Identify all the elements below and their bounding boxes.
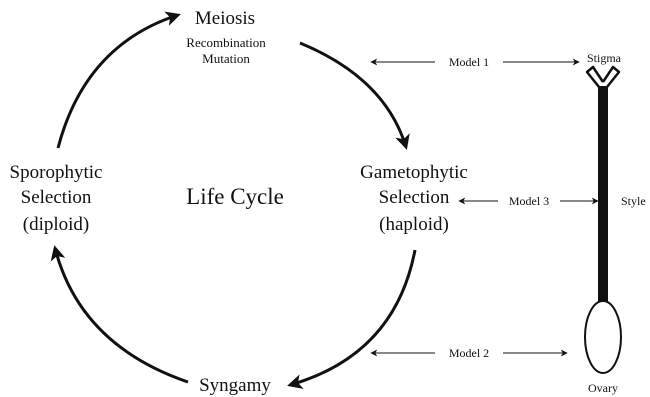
gametophytic-line1: Gametophytic bbox=[360, 162, 468, 183]
life-cycle-title: Life Cycle bbox=[186, 184, 284, 209]
gametophytic-line3: (haploid) bbox=[379, 214, 449, 235]
meiosis-label: Meiosis bbox=[195, 8, 255, 29]
ovary-shape bbox=[584, 300, 622, 374]
recombination-label: Recombination bbox=[186, 35, 266, 50]
ovary-label: Ovary bbox=[588, 381, 618, 395]
arc-meiosis-to-gametophytic bbox=[299, 41, 410, 150]
syngamy-label: Syngamy bbox=[199, 375, 271, 396]
model2-label: Model 2 bbox=[449, 346, 489, 360]
style-stalk bbox=[598, 86, 608, 304]
sporophytic-line1: Sporophytic bbox=[10, 162, 103, 183]
sporophytic-line2: Selection bbox=[21, 187, 92, 208]
model1-label: Model 1 bbox=[449, 55, 489, 69]
arc-syngamy-to-sporophytic bbox=[50, 245, 189, 384]
stigma-left-lobe bbox=[585, 65, 605, 93]
style-label: Style bbox=[621, 194, 646, 208]
model3-label: Model 3 bbox=[509, 194, 549, 208]
gametophytic-line2: Selection bbox=[379, 187, 450, 208]
stigma-label: Stigma bbox=[587, 51, 622, 65]
stigma-right-lobe bbox=[601, 65, 621, 93]
arc-sporophytic-to-meiosis bbox=[56, 11, 181, 149]
sporophytic-line3: (diploid) bbox=[23, 214, 90, 235]
mutation-label: Mutation bbox=[202, 51, 250, 66]
arc-gametophytic-to-syngamy bbox=[287, 249, 417, 389]
